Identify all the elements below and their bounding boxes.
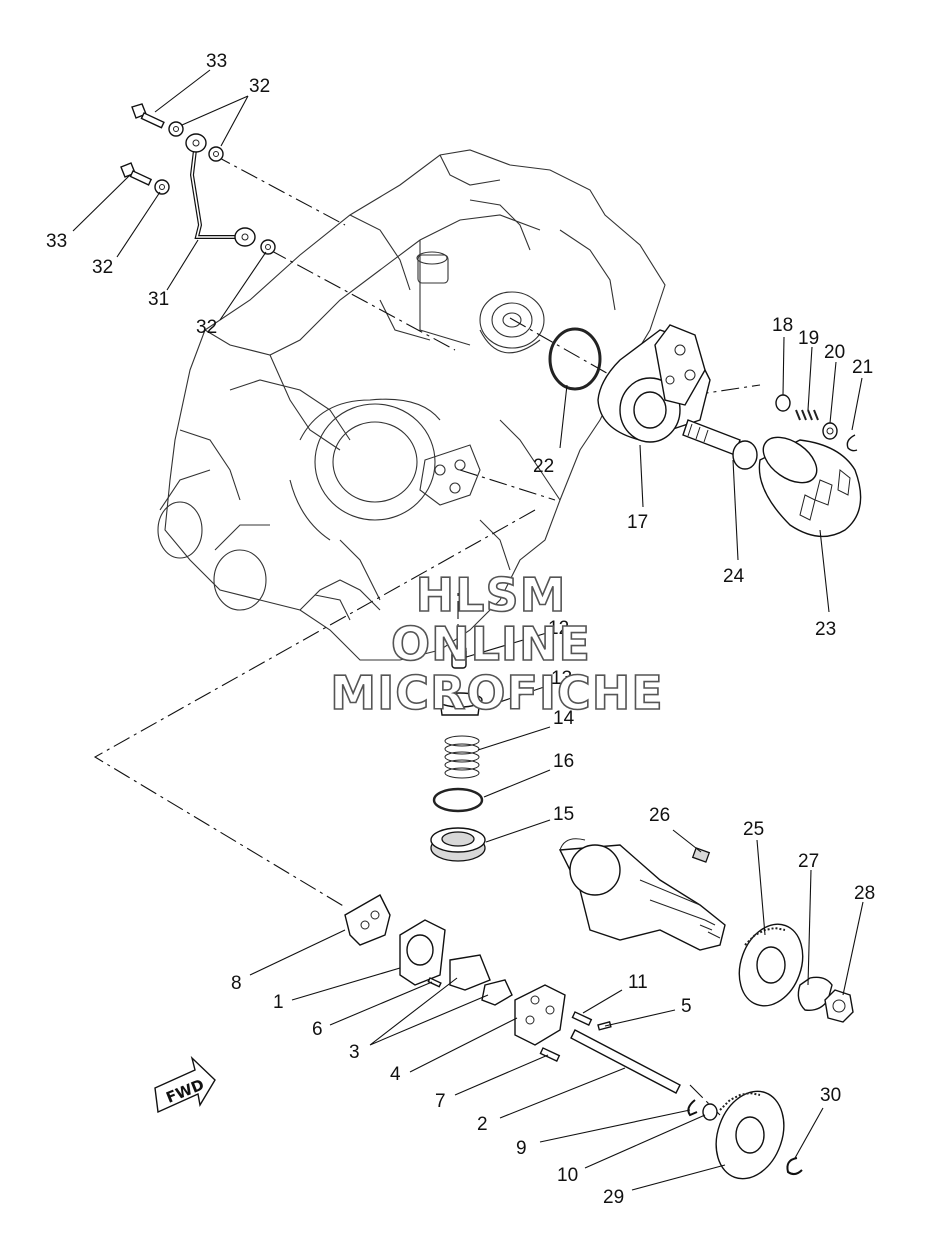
part-label-1: 1 [273, 992, 284, 1013]
o-ring-22 [548, 327, 602, 391]
watermark-line-3: MICROFICHE [330, 666, 663, 720]
watermark-line-2: ONLINE [391, 617, 591, 671]
shaft-assembly [558, 838, 726, 951]
part-label-17: 17 [627, 512, 648, 533]
part-label-21: 21 [852, 357, 873, 378]
relief-valve-stack [430, 645, 486, 862]
banjo-fitting-upper [185, 133, 207, 153]
spring-19 [795, 409, 819, 421]
part-label-25: 25 [743, 819, 764, 840]
part-label-5: 5 [681, 996, 692, 1017]
part-label-22: 22 [533, 456, 554, 477]
part-label-27: 27 [798, 851, 819, 872]
pump-cover [514, 984, 566, 1046]
washer [154, 179, 170, 195]
drive-gear [738, 923, 804, 1007]
part-label-9: 9 [516, 1138, 527, 1159]
part-label-32: 32 [92, 257, 113, 278]
part-label-12: 12 [548, 618, 569, 639]
part-label-26: 26 [649, 805, 670, 826]
part-label-24: 24 [723, 566, 745, 587]
part-label-2: 2 [477, 1114, 488, 1135]
part-label-33: 33 [206, 51, 227, 72]
part-label-10: 10 [557, 1165, 578, 1186]
filter-housing [597, 324, 711, 443]
part-label-20: 20 [824, 342, 845, 363]
part-label-28: 28 [854, 883, 875, 904]
part-label-33: 33 [46, 231, 67, 252]
part-label-4: 4 [390, 1064, 401, 1085]
watermark: HLSM ONLINE MICROFICHE [329, 567, 663, 721]
fwd-arrow: FWD [154, 1055, 216, 1114]
pump-shaft [570, 1029, 681, 1094]
relief-parts [775, 394, 858, 452]
washer [168, 121, 184, 137]
nut [824, 989, 854, 1023]
oil-filter [758, 436, 862, 538]
banjo-fitting-lower [234, 227, 256, 247]
part-label-16: 16 [553, 751, 574, 772]
part-label-13: 13 [551, 668, 572, 689]
watermark-line-1: HLSM [416, 568, 567, 622]
part-label-15: 15 [553, 804, 574, 825]
valve-spring [444, 735, 480, 779]
part-label-29: 29 [603, 1187, 624, 1208]
oil-pipe-assembly [120, 103, 276, 255]
part-label-6: 6 [312, 1019, 323, 1040]
part-label-11: 11 [628, 972, 648, 993]
leader-lines [72, 69, 864, 1191]
part-label-31: 31 [148, 289, 169, 310]
woodruff-key [691, 847, 711, 863]
part-label-30: 30 [820, 1085, 841, 1106]
part-label-32: 32 [249, 76, 270, 97]
part-label-7: 7 [435, 1091, 446, 1112]
o-ring-16 [432, 787, 484, 813]
part-label-23: 23 [815, 619, 836, 640]
part-label-14: 14 [553, 708, 575, 729]
crankcase-body [157, 149, 666, 661]
seal-15 [430, 827, 486, 862]
part-label-18: 18 [772, 315, 793, 336]
lock-washer [797, 976, 833, 1011]
union-bolt [682, 419, 758, 470]
part-label-8: 8 [231, 973, 242, 994]
part-labels: 33 32 33 32 31 32 22 17 24 23 18 19 20 2… [46, 51, 875, 1208]
oil-pump [344, 894, 803, 1180]
washer [260, 239, 276, 255]
washer [208, 146, 224, 162]
gasket [344, 894, 391, 946]
part-label-19: 19 [798, 328, 819, 349]
part-label-32: 32 [196, 317, 217, 338]
part-label-3: 3 [349, 1042, 360, 1063]
